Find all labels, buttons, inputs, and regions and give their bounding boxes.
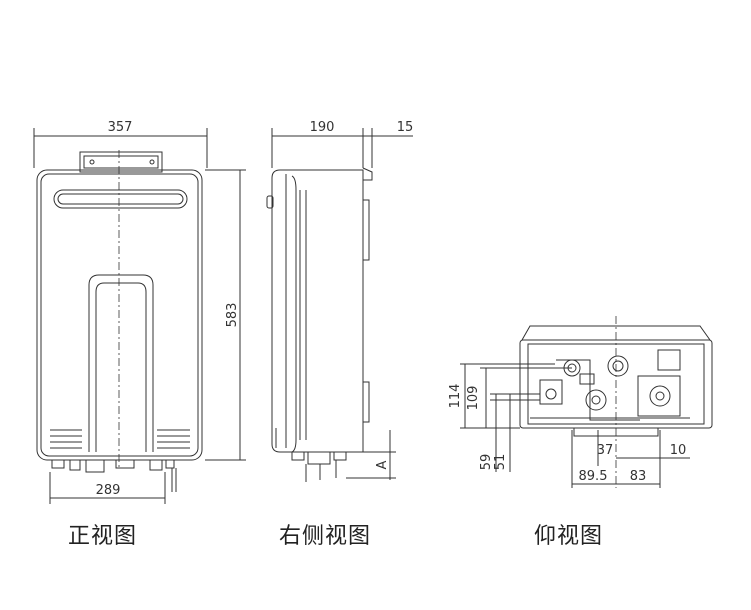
dim-10-label: 10 <box>670 443 687 458</box>
front-bottom-label: 289 <box>96 483 121 498</box>
side-view-caption: 右侧视图 <box>279 524 372 549</box>
side-view <box>266 128 413 482</box>
front-height-label: 583 <box>225 303 240 328</box>
dim-109-label: 109 <box>466 386 481 411</box>
bottom-view-caption: 仰视图 <box>534 524 604 549</box>
dim-51-label: 51 <box>493 454 508 471</box>
dim-89-5-label: 89.5 <box>579 469 608 484</box>
dim-114-label: 114 <box>448 384 463 409</box>
side-a-label: A <box>375 460 390 469</box>
dim-37-label: 37 <box>597 443 614 458</box>
dim-59-label: 59 <box>479 454 494 471</box>
side-depth-label: 190 <box>310 120 335 135</box>
front-view-caption: 正视图 <box>68 524 138 549</box>
side-offset-label: 15 <box>397 120 414 135</box>
front-view <box>33 128 246 504</box>
dim-83-label: 83 <box>630 469 647 484</box>
bottom-view <box>460 316 713 488</box>
front-width-label: 357 <box>108 120 133 135</box>
